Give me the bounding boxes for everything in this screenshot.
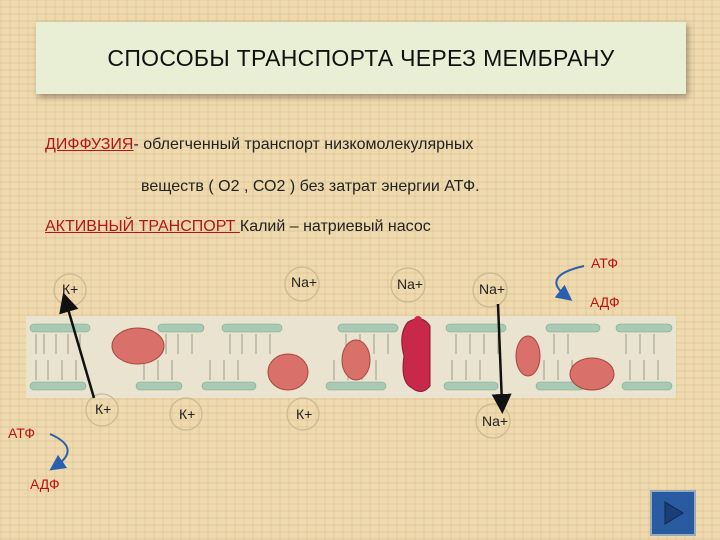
active-transport-term: АКТИВНЫЙ ТРАНСПОРТ: [45, 218, 240, 235]
diffusion-term: ДИФФУЗИЯ: [45, 136, 134, 153]
ion-na-top-2: Na+: [397, 276, 424, 292]
active-transport-description: Калий – натриевый насос: [239, 218, 431, 235]
ion-na-bottom: Na+: [482, 413, 509, 429]
membrane-illustration: [26, 316, 676, 398]
atf-left-label: АТФ: [8, 425, 35, 441]
atf-adf-left-arrow: [49, 433, 69, 471]
ion-na-top-1: Na+: [291, 274, 318, 290]
adf-right-label: АДФ: [590, 294, 620, 310]
title-box: СПОСОБЫ ТРАНСПОРТА ЧЕРЕЗ МЕМБРАНУ: [36, 22, 686, 94]
ion-na-top-3: Na+: [479, 281, 506, 297]
play-next-icon: [664, 501, 684, 525]
ion-k-top: К+: [62, 281, 79, 297]
atf-right-label: АТФ: [591, 255, 618, 271]
next-slide-button[interactable]: [650, 490, 696, 536]
ion-k-bottom-2: К+: [179, 406, 196, 422]
diffusion-line-1: ДИФФУЗИЯ- облегченный транспорт низкомол…: [45, 136, 473, 154]
ion-k-bottom-3: К+: [296, 406, 313, 422]
atf-adf-right-arrow: [554, 265, 585, 301]
adf-left-label: АДФ: [30, 476, 60, 492]
diffusion-definition: - облегченный транспорт низкомолекулярны…: [133, 136, 474, 153]
page-title: СПОСОБЫ ТРАНСПОРТА ЧЕРЕЗ МЕМБРАНУ: [107, 44, 615, 71]
diffusion-line-2: веществ ( О2 , СО2 ) без затрат энергии …: [141, 178, 480, 195]
ion-k-bottom-1: К+: [95, 401, 112, 417]
active-transport-line: АКТИВНЫЙ ТРАНСПОРТ Калий – натриевый нас…: [45, 218, 431, 236]
